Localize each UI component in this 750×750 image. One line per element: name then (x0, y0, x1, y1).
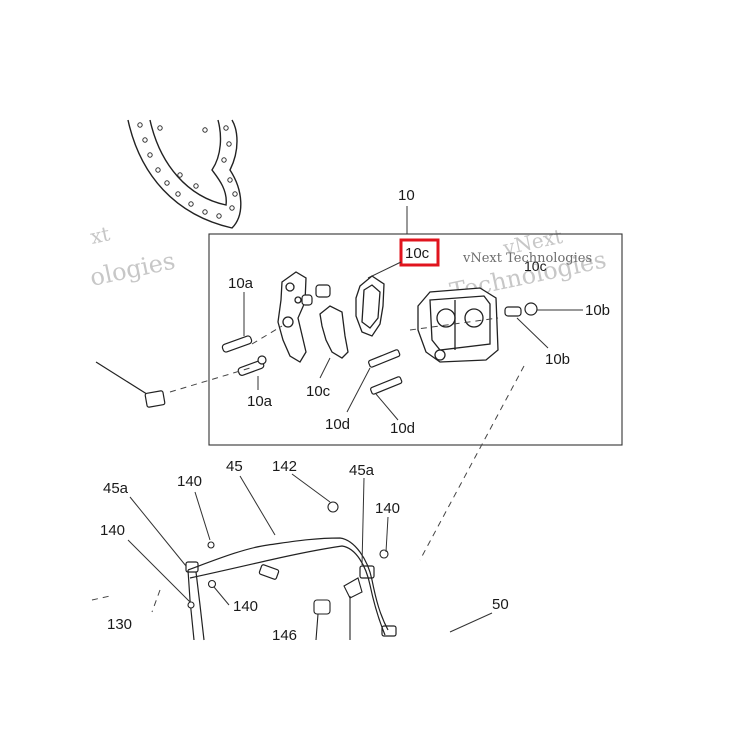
part-label-140-mid: 140 (233, 598, 258, 615)
part-label-140-left: 140 (100, 522, 125, 539)
caliper-group-box (208, 233, 623, 446)
brake-pad-rear (355, 275, 385, 337)
brake-rotor (127, 119, 242, 229)
guide-pin-upper (221, 335, 253, 353)
leader-10b-lower (516, 317, 549, 349)
part-label-10b: 10b (585, 302, 610, 319)
mounting-bolts (368, 349, 403, 395)
leader-10c-front (319, 357, 331, 379)
part-label-146: 146 (272, 627, 297, 644)
bleeder-valve (504, 302, 538, 317)
part-label-142: 142 (272, 458, 297, 475)
watermark-left-line1: xt (88, 221, 112, 248)
part-label-10c-front: 10c (306, 383, 331, 400)
leader-10d-b (375, 393, 399, 421)
part-label-10b-lower: 10b (545, 351, 570, 368)
highlighted-part-label: 10c (405, 245, 430, 262)
caliper-bracket (277, 271, 307, 363)
bushings (301, 284, 331, 306)
fasteners (187, 501, 389, 641)
brake-pad-front (319, 305, 349, 359)
part-label-130: 130 (107, 616, 132, 633)
part-label-10d-a: 10d (325, 416, 350, 433)
part-label-10c-right: 10c (524, 258, 547, 274)
rotor-holes (137, 122, 238, 219)
part-label-140-top: 140 (177, 473, 202, 490)
watermark-right-line3: vNext Technologies (462, 251, 592, 266)
group-label: 10 (398, 187, 415, 204)
axle-bolt (95, 361, 166, 408)
part-label-10a-lower: 10a (247, 393, 273, 410)
part-label-10d-b: 10d (390, 420, 415, 437)
brake-lines (185, 537, 397, 641)
part-label-50: 50 (492, 596, 509, 613)
watermark-left-line2: ologies (87, 247, 177, 292)
leader-10c-top (367, 261, 402, 279)
part-label-45: 45 (226, 458, 243, 475)
part-label-140-right: 140 (375, 500, 400, 517)
leader-10d-a (346, 367, 371, 413)
guide-pin-lower (237, 355, 267, 376)
assembly-dashed-lines (91, 317, 525, 613)
caliper-body (417, 287, 499, 363)
highlight-box[interactable] (399, 238, 440, 267)
part-label-45a-left: 45a (103, 480, 129, 497)
lower-leaders (127, 473, 493, 633)
watermark-left: xt ologies (87, 221, 177, 291)
part-label-10a-upper: 10a (228, 275, 254, 292)
part-label-45a-right: 45a (349, 462, 375, 479)
